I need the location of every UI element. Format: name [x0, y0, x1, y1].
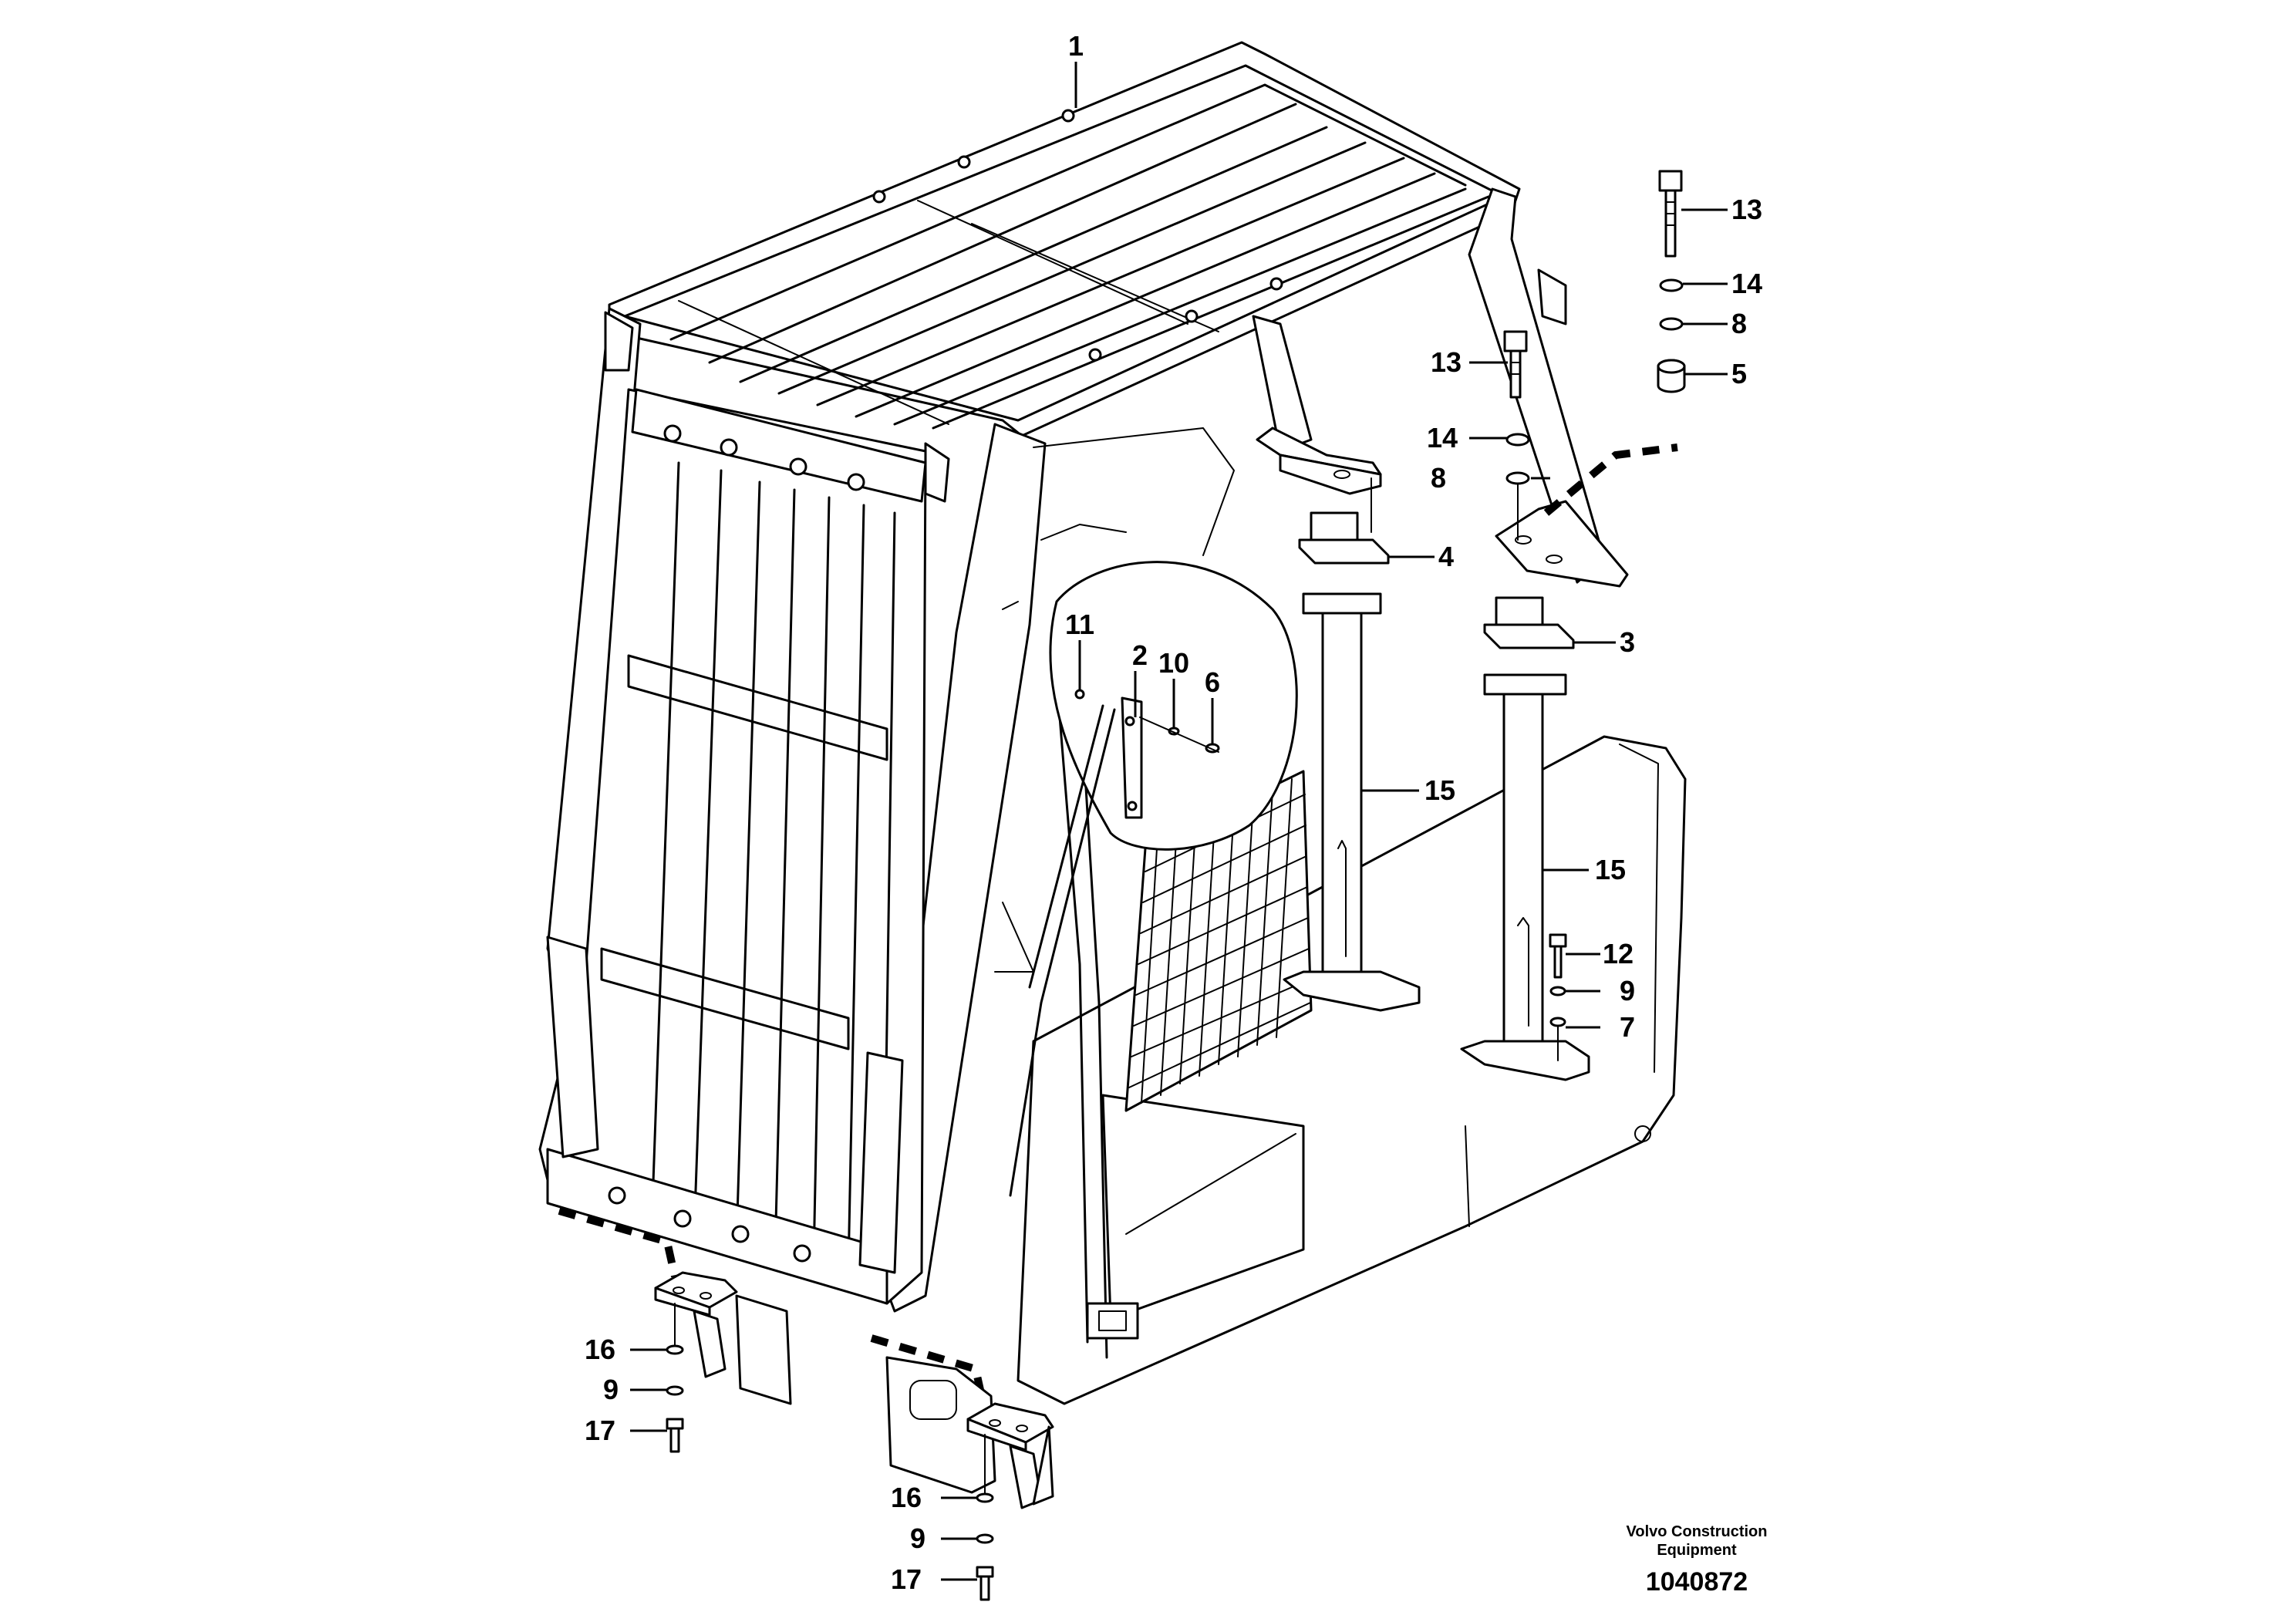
brand-line-1: Volvo Construction [1627, 1523, 1768, 1540]
mount-bracket-right [1495, 443, 1678, 588]
bolt-13-left [1371, 330, 1530, 541]
callout-7: 7 [1620, 1011, 1635, 1043]
bolt-13-right [1657, 170, 1686, 393]
seat-hardware [1074, 689, 1220, 754]
isolator-3 [1483, 596, 1575, 649]
callout-9-pillar: 9 [1620, 975, 1635, 1007]
rear-window-mesh [1124, 770, 1313, 1112]
pillar-right [1460, 673, 1590, 1081]
front-guard-grille [538, 388, 927, 1305]
front-mount-right [870, 1334, 1054, 1601]
callout-8-left: 8 [1431, 462, 1446, 494]
callout-2: 2 [1132, 639, 1148, 671]
callout-13-left: 13 [1431, 346, 1462, 378]
drawing-number: 1040872 [1646, 1567, 1748, 1597]
callout-9-front-right: 9 [910, 1523, 925, 1554]
callout-12: 12 [1603, 938, 1633, 969]
callout-11: 11 [1065, 609, 1094, 640]
front-mount-left [558, 1207, 792, 1453]
isolator-4 [1298, 511, 1390, 565]
callout-3: 3 [1620, 626, 1635, 658]
callout-16-front-left: 16 [585, 1334, 615, 1365]
callout-17-front-left: 17 [585, 1415, 615, 1446]
callout-15-left: 15 [1424, 774, 1455, 806]
callout-16-front-right: 16 [891, 1482, 922, 1513]
bolt-12-set [1549, 933, 1567, 1061]
brand-line-2: Equipment [1657, 1542, 1737, 1559]
callout-17-front-right: 17 [891, 1563, 922, 1595]
mount-bracket-left [1256, 427, 1382, 495]
callout-9-front-left: 9 [603, 1374, 619, 1405]
callout-1: 1 [1068, 30, 1084, 62]
callout-4: 4 [1438, 541, 1454, 572]
pillar-left [1283, 592, 1421, 1012]
callout-15-right: 15 [1595, 854, 1626, 885]
callout-6: 6 [1205, 666, 1220, 698]
callout-labels: 1 2 3 4 5 6 7 8 8 9 9 9 10 11 12 13 13 1… [585, 30, 1762, 1595]
callout-14-right: 14 [1731, 268, 1762, 299]
callout-8-right: 8 [1731, 308, 1747, 339]
callout-13-right: 13 [1731, 194, 1762, 225]
callout-5: 5 [1731, 358, 1747, 389]
callout-14-left: 14 [1427, 422, 1458, 454]
callout-10: 10 [1158, 647, 1189, 679]
leader-lines [630, 62, 1728, 1581]
footer-caption: Volvo Construction Equipment 1040872 [1627, 1523, 1768, 1597]
